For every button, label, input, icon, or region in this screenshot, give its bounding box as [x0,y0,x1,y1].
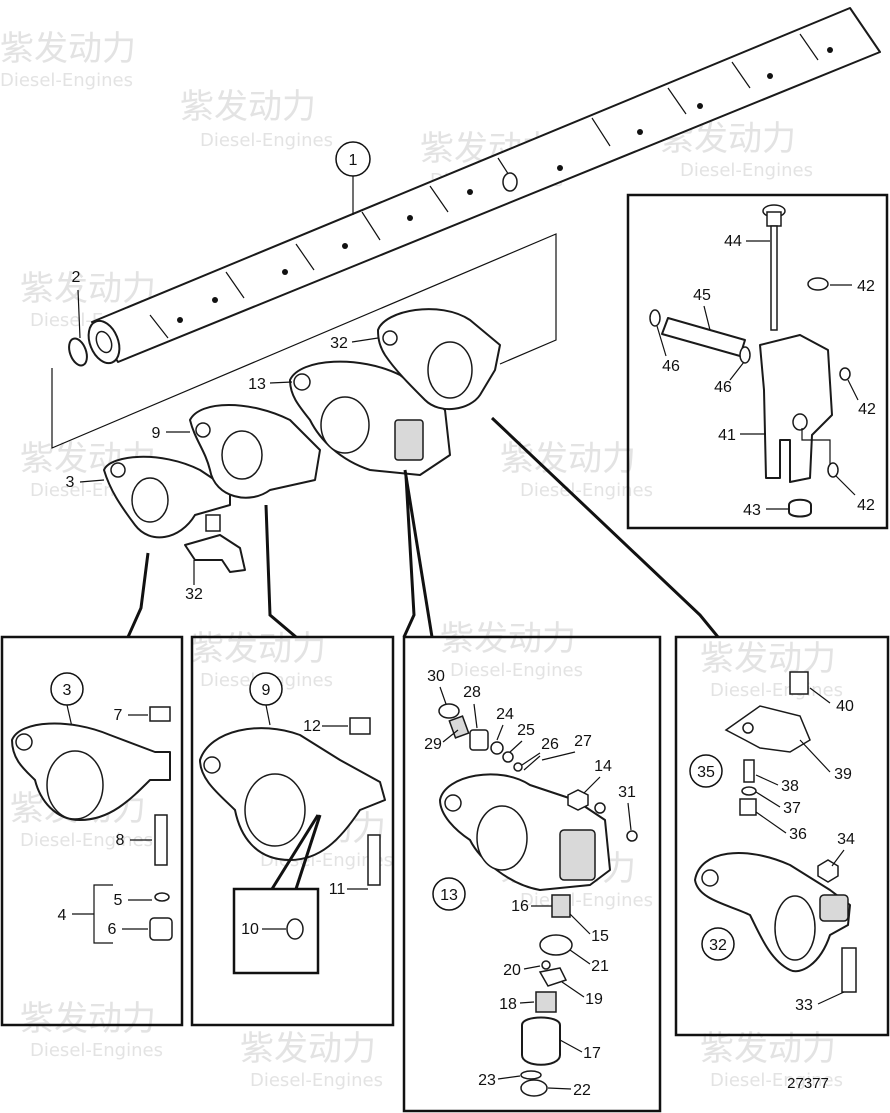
svg-text:13: 13 [440,887,458,904]
svg-text:Diesel-Engines: Diesel-Engines [520,480,653,501]
svg-text:12: 12 [303,718,321,735]
svg-text:42: 42 [858,401,876,418]
rocker-arm-13 [289,360,451,476]
svg-text:15: 15 [591,928,609,945]
svg-text:9: 9 [262,682,271,699]
watermark-15: 紫发动力 Diesel-Engines [240,1029,383,1091]
svg-text:37: 37 [783,800,801,817]
svg-text:1: 1 [349,152,358,169]
svg-text:16: 16 [511,898,529,915]
svg-text:46: 46 [662,358,680,375]
svg-text:17: 17 [583,1045,601,1062]
watermark-9: 紫发动力 Diesel-Engines [440,619,583,681]
svg-text:Diesel-Engines: Diesel-Engines [0,70,133,91]
svg-text:Diesel-Engines: Diesel-Engines [30,1040,163,1061]
svg-text:23: 23 [478,1072,496,1089]
rocker-arm-32 [377,308,501,411]
svg-text:38: 38 [781,778,799,795]
svg-text:19: 19 [585,991,603,1008]
bridge-32 [184,514,246,573]
svg-text:36: 36 [789,826,807,843]
reference-number: 27377 [787,1075,829,1092]
svg-text:Diesel-Engines: Diesel-Engines [710,1070,843,1091]
svg-text:24: 24 [496,706,514,723]
watermark-10: 紫发动力 Diesel-Engines [700,639,843,701]
svg-text:31: 31 [618,784,636,801]
svg-text:44: 44 [724,233,742,250]
svg-text:Diesel-Engines: Diesel-Engines [520,890,653,911]
svg-text:8: 8 [116,832,125,849]
svg-text:30: 30 [427,668,445,685]
svg-text:6: 6 [108,921,117,938]
svg-text:9: 9 [152,425,161,442]
svg-text:35: 35 [697,764,715,781]
box-left-rocker-3: 3 7 8 5 6 4 [0,635,184,1027]
svg-text:46: 46 [714,379,732,396]
svg-text:18: 18 [499,996,517,1013]
box-top-right-housing-41: 44 42 45 46 46 42 41 42 43 [626,193,889,530]
svg-text:32: 32 [185,586,203,603]
svg-text:22: 22 [573,1082,591,1099]
rocker-shaft [87,7,881,365]
box-mid-rocker-9: 9 12 11 10 [190,635,395,1027]
svg-text:10: 10 [241,921,259,938]
svg-text:43: 43 [743,502,761,519]
svg-text:Diesel-Engines: Diesel-Engines [680,160,813,181]
svg-text:5: 5 [114,892,123,909]
svg-text:40: 40 [836,698,854,715]
svg-text:紫发动力: 紫发动力 [180,87,316,127]
svg-text:紫发动力: 紫发动力 [440,619,576,659]
box-connectors [126,416,720,639]
group-bracket [51,233,557,449]
svg-text:Diesel-Engines: Diesel-Engines [250,1070,383,1091]
svg-text:紫发动力: 紫发动力 [700,639,836,679]
svg-text:42: 42 [857,497,875,514]
svg-text:25: 25 [517,722,535,739]
svg-text:2: 2 [72,269,81,286]
svg-text:26: 26 [541,736,559,753]
svg-text:Diesel-Engines: Diesel-Engines [450,660,583,681]
svg-text:42: 42 [857,278,875,295]
svg-text:41: 41 [718,427,736,444]
watermark-2: 紫发动力 Diesel-Engines [180,87,333,151]
rocker-arm-9 [189,404,321,499]
svg-text:3: 3 [63,682,72,699]
watermark-1: 紫发动力 Diesel-Engines [0,29,136,91]
svg-text:20: 20 [503,962,521,979]
svg-text:34: 34 [837,831,855,848]
svg-text:32: 32 [330,335,348,352]
watermark-8: 紫发动力 Diesel-Engines [190,629,333,691]
svg-text:45: 45 [693,287,711,304]
svg-text:紫发动力: 紫发动力 [0,29,136,69]
svg-text:39: 39 [834,766,852,783]
svg-text:紫发动力: 紫发动力 [190,629,326,669]
svg-text:28: 28 [463,684,481,701]
rocker-arm-3 [103,455,231,539]
main-callouts: 1 2 3 9 13 32 32 [66,141,379,603]
watermark-4: 紫发动力 Diesel-Engines [660,119,813,181]
svg-text:33: 33 [795,997,813,1014]
watermark-14: 紫发动力 Diesel-Engines [20,999,163,1061]
svg-text:Diesel-Engines: Diesel-Engines [710,680,843,701]
box-right-rocker-32: 35 32 40 39 38 37 36 34 33 [674,635,890,1037]
svg-text:Diesel-Engines: Diesel-Engines [20,830,153,851]
svg-text:27: 27 [574,733,592,750]
svg-text:29: 29 [424,736,442,753]
svg-text:紫发动力: 紫发动力 [240,1029,376,1069]
svg-text:紫发动力: 紫发动力 [20,999,156,1039]
svg-text:32: 32 [709,937,727,954]
svg-text:21: 21 [591,958,609,975]
svg-text:紫发动力: 紫发动力 [20,269,156,309]
svg-text:3: 3 [66,474,75,491]
washer-2 [68,337,88,367]
box-center-rocker-13: 13 30 28 29 24 25 26 27 14 31 16 15 21 2… [402,635,662,1113]
svg-text:14: 14 [594,758,612,775]
svg-text:Diesel-Engines: Diesel-Engines [200,130,333,151]
svg-text:11: 11 [329,881,346,898]
svg-text:7: 7 [114,707,123,724]
svg-text:13: 13 [248,376,266,393]
svg-text:4: 4 [58,907,67,924]
